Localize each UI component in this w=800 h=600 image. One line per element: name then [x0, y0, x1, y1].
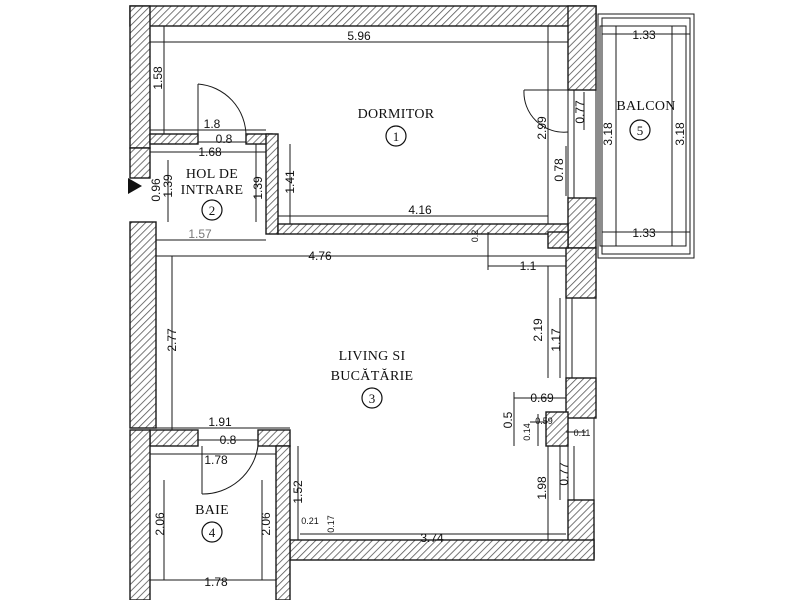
dim-hol-top: 1.68 [198, 145, 222, 159]
room-labels: DORMITOR 1 HOL DE INTRARE 2 LIVING SI BU… [181, 99, 675, 543]
wall-hol-right [265, 133, 279, 235]
dim-baie-bottom: 1.78 [204, 575, 228, 589]
dim-living-right-lower: 1.98 [535, 476, 549, 500]
dim-hol-left-b: 1.39 [161, 174, 175, 198]
dim-living-step-e: 0.11 [574, 428, 591, 438]
dimension-labels: 5.96 1.58 1.8 0.8 1.68 1.41 4.16 2.99 0.… [149, 28, 687, 589]
dim-living-step-b: 0.5 [501, 411, 515, 428]
doors [197, 83, 569, 495]
dim-living-right-upper: 2.19 [531, 318, 545, 342]
wall-living-niche [547, 231, 569, 249]
room-hol-name-line2: INTRARE [181, 183, 244, 198]
room-dormitor-name: DORMITOR [358, 107, 435, 122]
dim-living-step-d: 0.14 [522, 423, 532, 441]
room-living-marker [361, 387, 383, 409]
room-balcon-name: BALCON [616, 99, 675, 114]
dim-dormitor-right-upper: 0.77 [573, 100, 587, 124]
dim-balcon-top: 1.33 [632, 28, 656, 42]
room-dormitor-number: 1 [393, 129, 400, 144]
dim-dormitor-width: 5.96 [347, 29, 371, 43]
dim-living-step-c: 0.59 [535, 416, 553, 426]
dim-dormitor-door-gap: 0.8 [216, 132, 233, 146]
dim-balcon-left: 3.18 [601, 122, 615, 146]
room-hol-name-line1: HOL DE [186, 167, 238, 182]
room-baie-number: 4 [209, 525, 216, 540]
room-hol-number: 2 [209, 203, 216, 218]
dim-baie-door-gap: 0.8 [220, 433, 237, 447]
wall-baie-left [129, 429, 151, 600]
dim-dormitor-door-left: 1.8 [204, 117, 221, 131]
wall-baie-top-right [257, 429, 291, 447]
room-baie-marker [201, 521, 223, 543]
entrance-arrow-icon [128, 178, 142, 194]
room-hol-marker [201, 199, 223, 221]
room-living-name-line2: BUCĂTĂRIE [331, 367, 414, 384]
wall-right-living-middle [565, 377, 597, 419]
dim-living-window: 1.17 [549, 328, 563, 352]
wall-baie-right [275, 445, 291, 600]
dim-balcon-bottom: 1.33 [632, 226, 656, 240]
dim-baie-inner-top: 1.78 [204, 453, 228, 467]
dim-dormitor-inner-h: 1.41 [283, 170, 297, 194]
room-living-name-line1: LIVING SI [339, 349, 406, 364]
dim-dormitor-right-h: 2.99 [535, 116, 549, 140]
dim-living-top: 4.76 [308, 249, 332, 263]
windows [565, 90, 597, 500]
dimension-lines [150, 26, 690, 581]
wall-right-living-upper [565, 247, 597, 299]
room-baie-name: BAIE [195, 503, 229, 518]
walls [129, 5, 597, 600]
dim-living-corner-b: 0.17 [326, 515, 336, 533]
dim-living-window-lower: 0.77 [557, 462, 571, 486]
dim-living-bottom: 3.74 [420, 531, 444, 545]
dim-balcon-right: 3.18 [673, 122, 687, 146]
dim-dormitor-bottom: 4.16 [408, 203, 432, 217]
wall-right-middle [567, 197, 597, 249]
dim-baie-right: 2.06 [259, 512, 273, 536]
room-balcon-number: 5 [637, 123, 644, 138]
dim-baie-top: 1.91 [208, 415, 232, 429]
dim-living-left: 2.77 [165, 328, 179, 352]
dim-living-bottom-left-v: 1.52 [291, 480, 305, 504]
wall-left-upper [129, 5, 151, 149]
wall-baie-top-left [149, 429, 199, 447]
dim-hol-left-a: 0.96 [149, 178, 163, 202]
dim-living-niche: 1.1 [520, 259, 537, 273]
wall-left-hol [129, 147, 151, 179]
balcony-outline [597, 13, 695, 259]
dim-baie-left: 2.06 [153, 512, 167, 536]
wall-top [129, 5, 597, 27]
dim-living-corner-a: 0.21 [301, 516, 319, 526]
room-living-number: 3 [369, 391, 376, 406]
wall-dormitor-bottom [277, 223, 569, 235]
wall-left-living [129, 221, 157, 429]
wall-living-pillar [545, 411, 569, 447]
room-dormitor-marker [385, 125, 407, 147]
dim-hol-bottom: 1.57 [188, 227, 212, 241]
dim-hol-right: 1.39 [251, 176, 265, 200]
wall-right-upper [567, 5, 597, 91]
dim-dormitor-right-lower: 0.78 [552, 158, 566, 182]
dim-dormitor-left: 1.58 [151, 66, 165, 90]
room-balcon-marker [629, 119, 651, 141]
wall-dormitor-hol-left [149, 133, 199, 145]
dim-living-step-a: 0.69 [530, 391, 554, 405]
dim-living-small: 0.2 [470, 230, 480, 243]
